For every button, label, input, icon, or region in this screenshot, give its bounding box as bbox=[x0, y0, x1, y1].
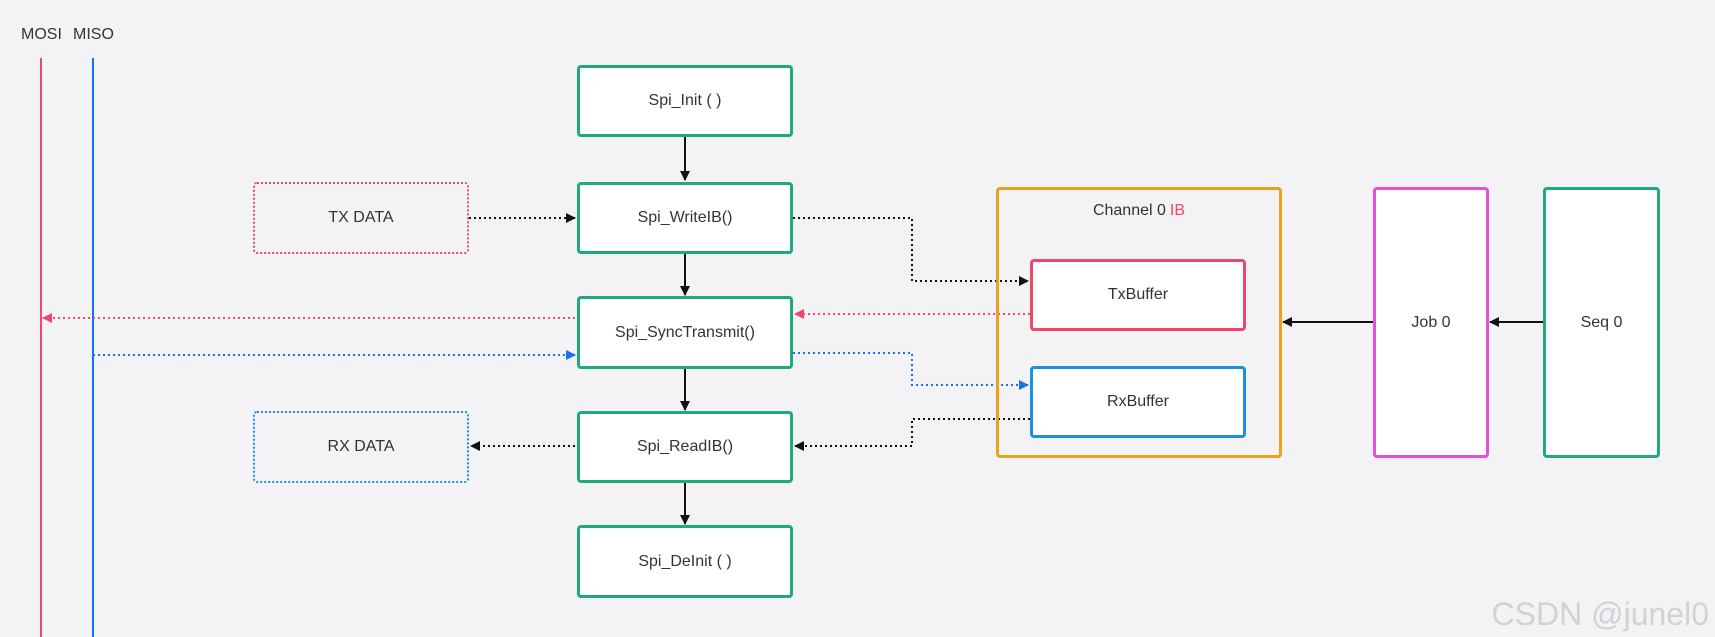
rxbuffer-box: RxBuffer bbox=[1030, 366, 1246, 438]
channel-title: Channel 0 bbox=[1092, 202, 1166, 219]
job-box: Job 0 bbox=[1373, 187, 1489, 458]
miso-label: MISO bbox=[73, 26, 114, 43]
spi-deinit-box: Spi_DeInit ( ) bbox=[577, 525, 793, 598]
channel-ib-suffix: IB bbox=[1169, 202, 1186, 219]
arrow-write-to-txbuffer bbox=[793, 217, 1029, 286]
mosi-label: MOSI bbox=[21, 26, 62, 43]
csdn-watermark: CSDN @junel0 bbox=[1491, 596, 1709, 632]
spi-init-box: Spi_Init ( ) bbox=[577, 65, 793, 137]
spi-readib-box: Spi_ReadIB() bbox=[577, 411, 793, 483]
txbuffer-box: TxBuffer bbox=[1030, 259, 1246, 331]
spi-synctransmit-box: Spi_SyncTransmit() bbox=[577, 296, 793, 369]
rx-data-box: RX DATA bbox=[253, 411, 469, 483]
arrow-rxbuffer-to-read bbox=[794, 418, 1030, 451]
arrow-transmit-to-rxbuffer bbox=[793, 352, 1029, 390]
spi-writeib-box: Spi_WriteIB() bbox=[577, 182, 793, 254]
tx-data-box: TX DATA bbox=[253, 182, 469, 254]
seq-box: Seq 0 bbox=[1543, 187, 1660, 458]
